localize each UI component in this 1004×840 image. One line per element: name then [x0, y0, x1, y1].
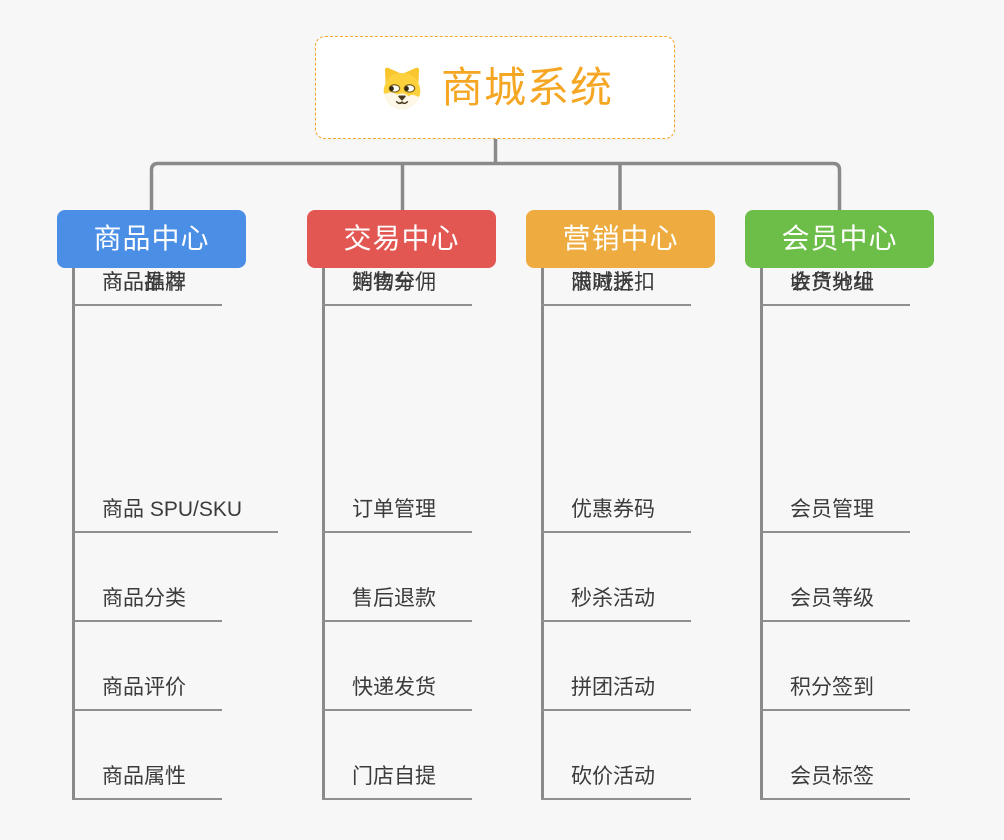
branch-spine	[72, 268, 75, 800]
leaf-row: 商品评价	[72, 673, 222, 711]
branch-box-marketing[interactable]: 营销中心	[526, 210, 715, 268]
leaf-row: 销售分佣	[322, 268, 472, 306]
leaf-node[interactable]: 商品评价	[72, 673, 222, 711]
branch-spine	[322, 268, 325, 800]
leaf-row: 售后退款	[322, 584, 472, 622]
branch-label: 会员中心	[781, 223, 898, 254]
dog-icon	[383, 67, 421, 110]
leaf-row: 门店自提	[322, 762, 472, 800]
leaf-row: 商品 SPU/SKU	[72, 495, 279, 533]
leaf-node[interactable]: 积分签到	[760, 673, 910, 711]
leaf-node[interactable]: 门店自提	[322, 762, 472, 800]
branch-label: 交易中心	[343, 223, 460, 254]
leaf-node[interactable]: 收货地址	[760, 268, 910, 306]
leaf-node[interactable]: 砍价活动	[541, 762, 691, 800]
leaf-node[interactable]: 会员等级	[760, 584, 910, 622]
leaf-row: 满减送	[541, 268, 670, 306]
root-title: 商城系统	[440, 63, 613, 111]
leaf-node[interactable]: 会员标签	[760, 762, 910, 800]
leaf-node[interactable]: 优惠券码	[541, 495, 691, 533]
leaf-row: 商品品牌	[72, 268, 222, 306]
branch-box-member[interactable]: 会员中心	[745, 210, 934, 268]
leaf-row: 会员等级	[760, 584, 910, 622]
root-node[interactable]: 商城系统	[315, 36, 675, 139]
leaf-node[interactable]: 秒杀活动	[541, 584, 691, 622]
leaf-node[interactable]: 商品分类	[72, 584, 222, 622]
branch-box-trade[interactable]: 交易中心	[307, 210, 496, 268]
leaf-row: 拼团活动	[541, 673, 691, 711]
branch-trade-center: 交易中心 订单管理 售后退款 快递发货 门店自提 购物车 销售分佣	[307, 210, 607, 800]
leaf-row: 砍价活动	[541, 762, 691, 800]
branch-label: 商品中心	[93, 223, 210, 254]
leaf-row: 会员管理	[760, 495, 910, 533]
leaf-row: 积分签到	[760, 673, 910, 711]
leaf-node[interactable]: 快递发货	[322, 673, 472, 711]
leaf-row: 会员标签	[760, 762, 910, 800]
leaf-node[interactable]: 会员管理	[760, 495, 910, 533]
leaf-node[interactable]: 销售分佣	[322, 268, 472, 306]
leaf-node[interactable]: 商品 SPU/SKU	[72, 495, 279, 533]
leaf-row: 快递发货	[322, 673, 472, 711]
leaf-row: 优惠券码	[541, 495, 691, 533]
leaf-node[interactable]: 满减送	[541, 268, 670, 306]
branch-marketing-center: 营销中心 优惠券码 秒杀活动 拼团活动 砍价活动 限时折扣 满减送	[526, 210, 826, 800]
leaf-row: 商品分类	[72, 584, 222, 622]
leaf-node[interactable]: 拼团活动	[541, 673, 691, 711]
leaf-row: 秒杀活动	[541, 584, 691, 622]
leaf-row: 订单管理	[322, 495, 472, 533]
branch-bus-line	[149, 161, 842, 210]
branch-spine	[760, 268, 763, 800]
leaf-row: 收货地址	[760, 268, 910, 306]
branch-label: 营销中心	[562, 223, 679, 254]
leaf-node[interactable]: 商品属性	[72, 762, 222, 800]
branch-box-product[interactable]: 商品中心	[57, 210, 246, 268]
leaf-node[interactable]: 商品品牌	[72, 268, 222, 306]
branch-spine	[541, 268, 544, 800]
branch-product-center: 商品中心 商品 SPU/SKU 商品分类 商品评价 商品属性 商品推荐 商品品牌	[57, 210, 357, 800]
leaf-row: 商品属性	[72, 762, 222, 800]
branch-member-center: 会员中心 会员管理 会员等级 积分签到 会员标签 会员分组 收货地址	[745, 210, 1004, 800]
leaf-node[interactable]: 售后退款	[322, 584, 472, 622]
leaf-node[interactable]: 订单管理	[322, 495, 472, 533]
